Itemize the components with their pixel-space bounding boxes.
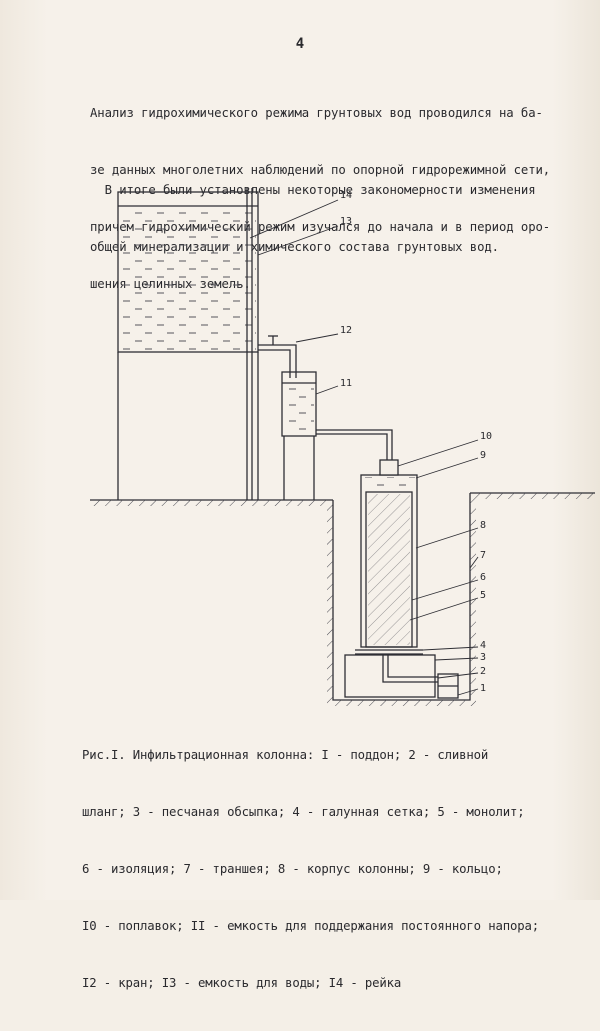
callout-leaders [249,199,479,696]
callout-label: 3 [480,652,486,663]
text-line: В итоге были установлены некоторые закон… [90,183,536,197]
callout-label: 12 [340,325,352,336]
tap [258,335,297,378]
callout-label: 14 [340,190,352,201]
callout-label: 4 [480,640,486,651]
caption-line: 6 - изоляция; 7 - траншея; 8 - корпус ко… [82,862,503,876]
infiltration-column-figure: 14 13 12 11 10 9 8 7 6 5 4 3 2 1 [90,188,595,706]
water-tank [117,191,259,500]
callout-label: 9 [480,450,486,461]
column-body [360,474,418,648]
pan-and-drain [344,649,459,699]
text-line: Анализ гидрохимического режима грунтовых… [90,106,543,120]
figure-caption: Рис.I. Инфильтрационная колонна: I - под… [82,708,582,1031]
callout-label: 1 [480,683,486,694]
document-page: 4 Анализ гидрохимического режима грунтов… [0,0,600,990]
callout-label: 10 [480,431,492,442]
callout-label: 6 [480,572,486,583]
paragraph-2: В итоге были установлены некоторые закон… [90,143,536,295]
gauge-rod [246,188,253,500]
callout-label: 13 [340,216,352,227]
caption-line: шланг; 3 - песчаная обсыпка; 4 - галунна… [82,805,525,819]
callout-label: 5 [480,590,486,601]
ground-surface [90,492,595,506]
text-line: зе данных многолетних наблюдений по опор… [90,163,551,177]
caption-line: I2 - кран; I3 - емкость для воды; I4 - р… [82,976,402,990]
page-number: 4 [295,36,305,52]
callout-label: 7 [480,550,486,561]
caption-line: Рис.I. Инфильтрационная колонна: I - под… [82,748,489,762]
callout-label: 11 [340,378,352,389]
callout-label: 2 [480,666,486,677]
callout-label: 8 [480,520,486,531]
float [379,459,399,476]
constant-head-vessel [281,371,393,500]
caption-line: I0 - поплавок; II - емкость для поддержа… [82,919,539,933]
